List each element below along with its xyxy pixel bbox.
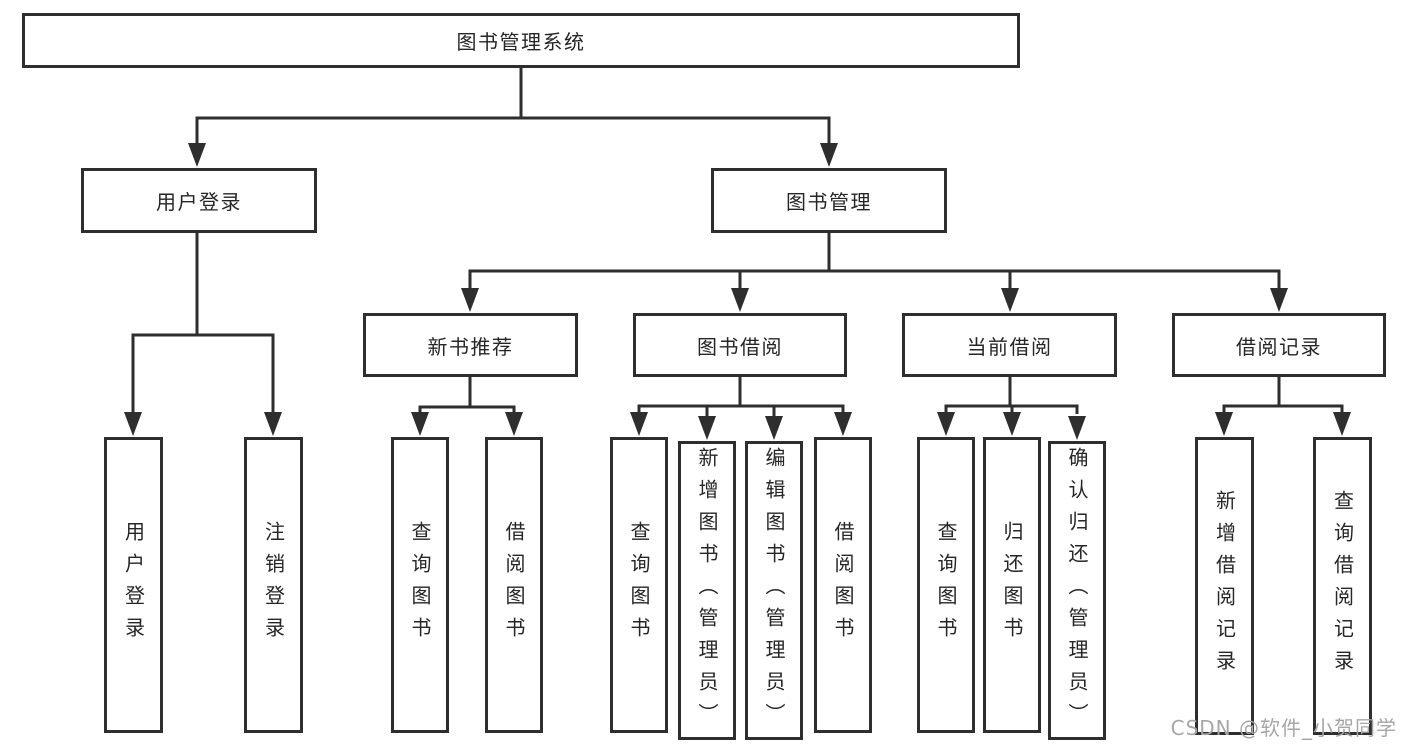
arrowhead: [1270, 288, 1288, 312]
node-book-borrowing-label: 图书借阅: [697, 334, 783, 359]
node-cb-query-books: 查询图书: [917, 437, 975, 733]
node-current-borrowing-label: 当前借阅: [966, 334, 1053, 359]
connector-root-children: [188, 66, 838, 167]
node-user-login-label: 用户登录: [121, 521, 146, 649]
connector-book-borrowing-children: [630, 377, 852, 440]
node-bb-add-books: 新增图书（管理员）: [678, 441, 736, 740]
node-nb-borrow-books-label: 借阅图书: [502, 521, 526, 649]
node-user-login: 用户登录: [104, 437, 163, 733]
arrowhead: [820, 143, 838, 167]
node-bb-add-books-label: 新增图书（管理员）: [695, 446, 719, 735]
node-cb-return-books: 归还图书: [983, 437, 1041, 733]
arrowhead: [937, 412, 955, 436]
node-logout-login-label: 注销登录: [261, 521, 286, 649]
arrowhead: [1333, 412, 1351, 436]
node-bb-query-books: 查询图书: [610, 437, 668, 733]
arrowhead: [411, 412, 429, 436]
node-br-add-record-label: 新增借阅记录: [1212, 490, 1237, 682]
node-bb-borrow-books: 借阅图书: [814, 437, 872, 733]
node-book-borrowing: 图书借阅: [633, 313, 847, 377]
arrowhead: [1215, 412, 1233, 436]
connector-current-borrowing-children: [937, 377, 1086, 440]
arrowhead: [1003, 412, 1021, 436]
node-nb-query-books-label: 查询图书: [408, 521, 432, 649]
node-cb-query-books-label: 查询图书: [934, 521, 958, 649]
node-br-add-record: 新增借阅记录: [1195, 437, 1254, 735]
arrowhead: [765, 416, 783, 440]
node-cb-return-books-label: 归还图书: [1000, 521, 1024, 649]
arrowhead: [264, 412, 282, 436]
node-user-login-group: 用户登录: [81, 168, 317, 233]
arrowhead: [1001, 288, 1019, 312]
arrowhead: [124, 412, 142, 436]
node-nb-query-books: 查询图书: [391, 437, 449, 733]
node-current-borrowing: 当前借阅: [902, 313, 1117, 377]
connector-new-book-recommend-children: [411, 377, 523, 436]
node-book-management: 图书管理: [711, 168, 947, 233]
node-new-book-recommend-label: 新书推荐: [427, 334, 514, 359]
arrowhead: [188, 143, 206, 167]
arrowhead: [505, 412, 523, 436]
node-borrowing-records-label: 借阅记录: [1236, 334, 1322, 359]
node-cb-confirm-return: 确认归还（管理员）: [1048, 441, 1106, 740]
node-cb-confirm-return-label: 确认归还（管理员）: [1065, 446, 1089, 735]
arrowhead: [731, 288, 749, 312]
arrowhead: [461, 288, 479, 312]
connector-book-management-children: [461, 233, 1288, 312]
node-logout-login: 注销登录: [244, 437, 303, 733]
arrowhead: [834, 412, 852, 436]
node-new-book-recommend: 新书推荐: [363, 313, 578, 377]
node-bb-edit-books: 编辑图书（管理员）: [745, 441, 803, 740]
arrowhead: [698, 416, 716, 440]
node-bb-borrow-books-label: 借阅图书: [831, 521, 855, 649]
node-root: 图书管理系统: [22, 13, 1020, 68]
node-bb-query-books-label: 查询图书: [627, 521, 651, 649]
node-nb-borrow-books: 借阅图书: [485, 437, 543, 733]
arrowhead: [1068, 416, 1086, 440]
arrowhead: [630, 412, 648, 436]
watermark: CSDN @软件_小贺同学: [1170, 716, 1397, 740]
node-br-query-record: 查询借阅记录: [1313, 437, 1372, 735]
node-root-label: 图书管理系统: [456, 30, 586, 54]
node-book-management-label: 图书管理: [786, 190, 872, 214]
node-br-query-record-label: 查询借阅记录: [1330, 490, 1355, 682]
node-borrowing-records: 借阅记录: [1172, 313, 1386, 377]
connector-borrowing-records-children: [1215, 377, 1351, 436]
node-user-login-group-label: 用户登录: [156, 190, 242, 214]
node-bb-edit-books-label: 编辑图书（管理员）: [762, 446, 786, 735]
connector-user-login-children: [124, 233, 282, 436]
